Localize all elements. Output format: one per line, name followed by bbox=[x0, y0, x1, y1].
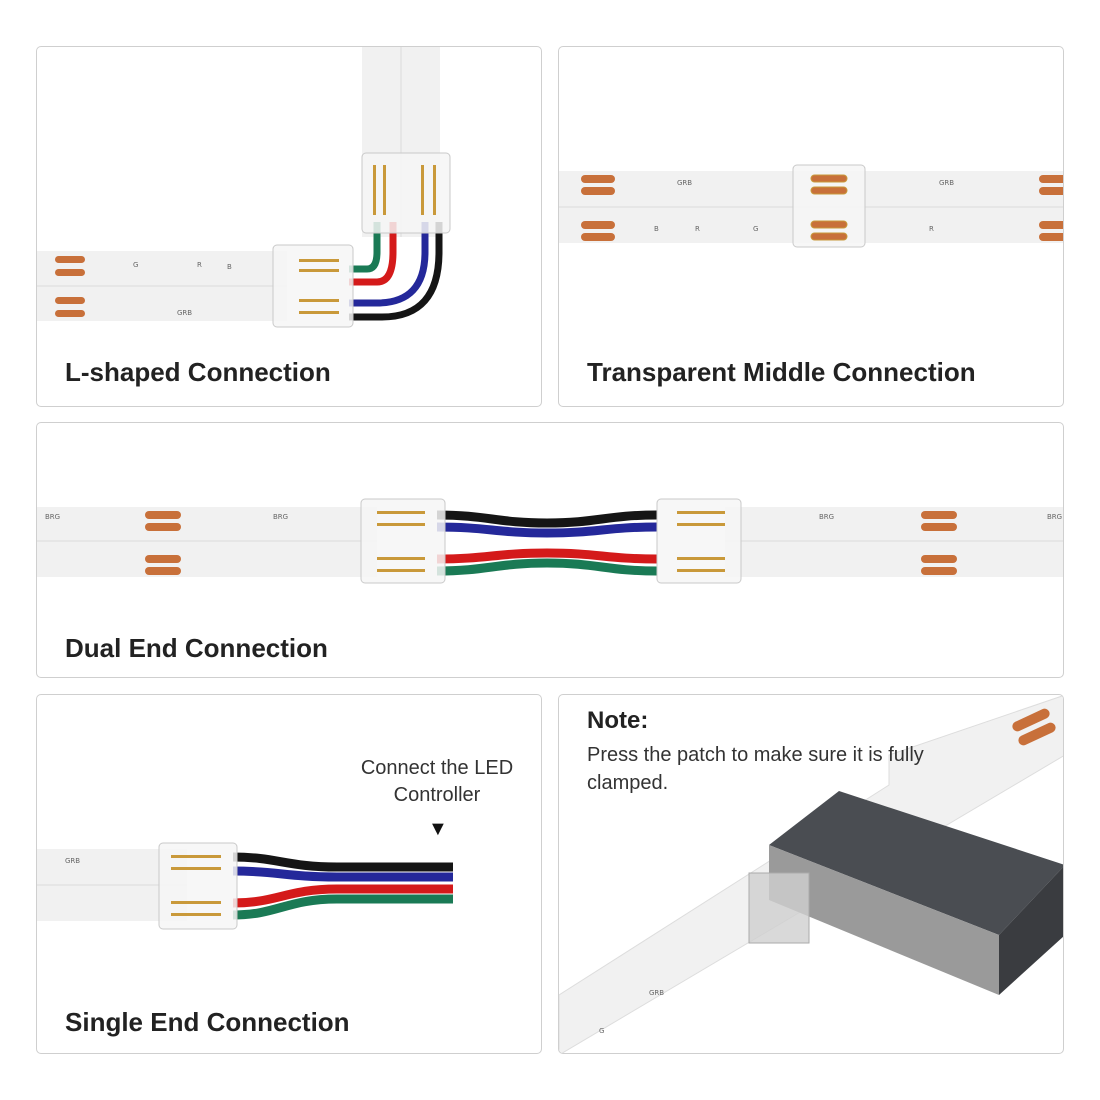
svg-text:G: G bbox=[133, 261, 138, 269]
press-tool bbox=[769, 791, 1063, 935]
panel-note: GRB G Note: Press the patch to make sure … bbox=[558, 694, 1064, 1054]
svg-text:GRB: GRB bbox=[649, 989, 664, 997]
clamping-illustration: GRB G bbox=[559, 695, 1063, 1053]
svg-text:GRB: GRB bbox=[939, 179, 954, 187]
dual-end-illustration: BRG BRG BRG BRG bbox=[37, 498, 1063, 584]
left-led-strip bbox=[37, 507, 377, 577]
note-title: Note: bbox=[587, 707, 649, 734]
svg-text:BRG: BRG bbox=[1047, 513, 1062, 521]
svg-text:GRB: GRB bbox=[177, 309, 192, 317]
svg-text:G: G bbox=[599, 1027, 604, 1035]
svg-text:GRB: GRB bbox=[65, 857, 80, 865]
svg-text:B: B bbox=[227, 263, 232, 271]
svg-text:BRG: BRG bbox=[819, 513, 834, 521]
svg-text:B: B bbox=[654, 225, 659, 233]
svg-text:R: R bbox=[695, 225, 700, 233]
right-connector-clip bbox=[656, 498, 742, 584]
svg-text:R: R bbox=[929, 225, 934, 233]
transparent-middle-illustration: GRB GRB B R G R bbox=[559, 164, 1063, 248]
svg-text:BRG: BRG bbox=[45, 513, 60, 521]
connector-clip bbox=[748, 872, 810, 944]
svg-text:GRB: GRB bbox=[677, 179, 692, 187]
l-shaped-illustration: G R B GRB bbox=[37, 47, 451, 328]
note-body: Press the patch to make sure it is fully… bbox=[587, 744, 924, 794]
right-led-strip bbox=[725, 507, 1063, 577]
panel-l-shaped: G R B GRB L-shaped Connection bbox=[36, 46, 542, 407]
dual-end-caption: Dual End Connection bbox=[65, 633, 328, 663]
single-end-illustration: GRB bbox=[37, 842, 453, 930]
panel-transparent-middle: GRB GRB B R G R Transparent Middle Connecti… bbox=[558, 46, 1064, 407]
svg-text:R: R bbox=[197, 261, 202, 269]
controller-label: Connect the LED Controller bbox=[360, 757, 514, 806]
panel-single-end: GRB Connect the LED Controller ▼ Single … bbox=[36, 694, 542, 1054]
svg-text:BRG: BRG bbox=[273, 513, 288, 521]
connector-clip bbox=[158, 842, 238, 930]
panel-dual-end: BRG BRG BRG BRG Dual End Connection bbox=[36, 422, 1064, 678]
transparent-middle-caption: Transparent Middle Connection bbox=[587, 357, 976, 387]
single-end-caption: Single End Connection bbox=[65, 1007, 350, 1037]
down-triangle-icon: ▼ bbox=[428, 818, 448, 840]
l-shaped-caption: L-shaped Connection bbox=[65, 357, 331, 387]
connector-clip-horizontal bbox=[272, 244, 354, 328]
left-connector-clip bbox=[360, 498, 446, 584]
svg-text:G: G bbox=[753, 225, 758, 233]
